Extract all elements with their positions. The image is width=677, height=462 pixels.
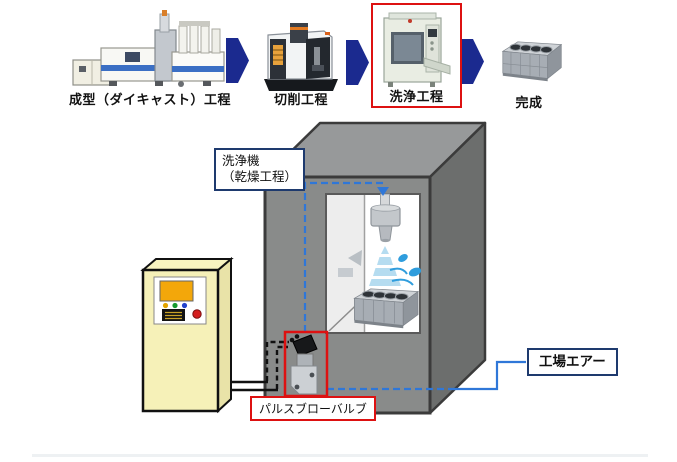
valve-callout: パルスブローバルブ <box>250 396 376 421</box>
factory-air-line <box>328 360 526 391</box>
flow-arrow-icon <box>346 40 369 85</box>
step-label-cutting: 切削工程 <box>273 92 328 107</box>
step-label-complete: 完成 <box>515 95 543 110</box>
flow-arrow-icon <box>461 39 484 84</box>
cnc-machine-illustration <box>264 23 338 91</box>
diecast-machine-illustration <box>72 10 225 87</box>
cabinet-screen <box>159 280 194 302</box>
control-cabinet-illustration <box>140 256 234 414</box>
debris-arrow-icon <box>348 250 362 266</box>
washer-callout-line1: 洗浄機 <box>222 154 260 168</box>
pulse-air-line <box>303 181 389 332</box>
red-button <box>192 309 202 319</box>
washing-machine <box>383 12 451 87</box>
indicator-lamp-green <box>172 302 178 309</box>
engine-block <box>501 41 563 82</box>
pulse-blow-valve-illustration <box>283 330 329 398</box>
step-label-molding: 成型（ダイキャスト）工程 <box>68 92 231 107</box>
control-cables <box>231 340 289 392</box>
engine-block-illustration <box>501 41 563 82</box>
washer-callout: 洗浄機 （乾燥工程） <box>214 148 306 191</box>
indicator-lamp-amber <box>162 302 169 309</box>
washer-callout-line2: （乾燥工程） <box>222 170 298 185</box>
air-spray <box>338 246 422 286</box>
washing-machine-illustration <box>383 12 451 87</box>
indicator-lamp-blue <box>181 302 188 309</box>
flow-arrow-icon <box>226 38 249 83</box>
factory-air-callout: 工場エアー <box>527 348 618 376</box>
spray-nozzle-illustration <box>370 193 401 243</box>
washing-step-highlight-box: 洗浄工程 <box>371 3 462 108</box>
step-label-washing: 洗浄工程 <box>389 89 444 104</box>
bottom-shadow-line <box>32 454 648 457</box>
engine-block-in-window <box>353 288 420 329</box>
diecast-machine <box>72 10 225 87</box>
arrow-down-icon <box>377 187 389 196</box>
cnc-machine <box>264 23 338 91</box>
